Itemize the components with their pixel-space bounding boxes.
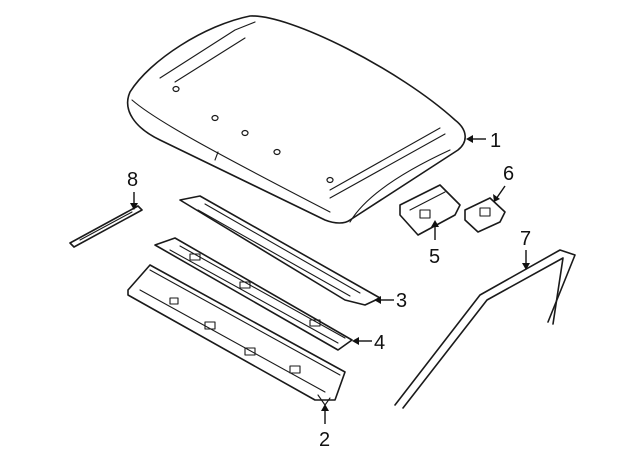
part-6-bracket: [464, 197, 506, 233]
part-3-header-rail: [179, 195, 381, 306]
callout-4: 4: [374, 332, 385, 354]
callout-2: 2: [319, 429, 330, 451]
callout-arrows: [130, 135, 530, 424]
callout-7: 7: [520, 228, 531, 250]
part-4-roof-bow: [154, 237, 353, 351]
part-7-weatherstrip: [394, 249, 576, 409]
callout-3: 3: [396, 290, 407, 312]
callout-8: 8: [127, 169, 138, 191]
callout-6: 6: [503, 163, 514, 185]
callout-labels: 1 2 3 4 5 6 7 8: [127, 130, 531, 451]
callout-5: 5: [429, 246, 440, 268]
part-5-bracket: [399, 184, 461, 236]
part-8-strip: [69, 205, 143, 248]
roof-panel: [126, 15, 466, 224]
callout-1: 1: [490, 130, 501, 152]
